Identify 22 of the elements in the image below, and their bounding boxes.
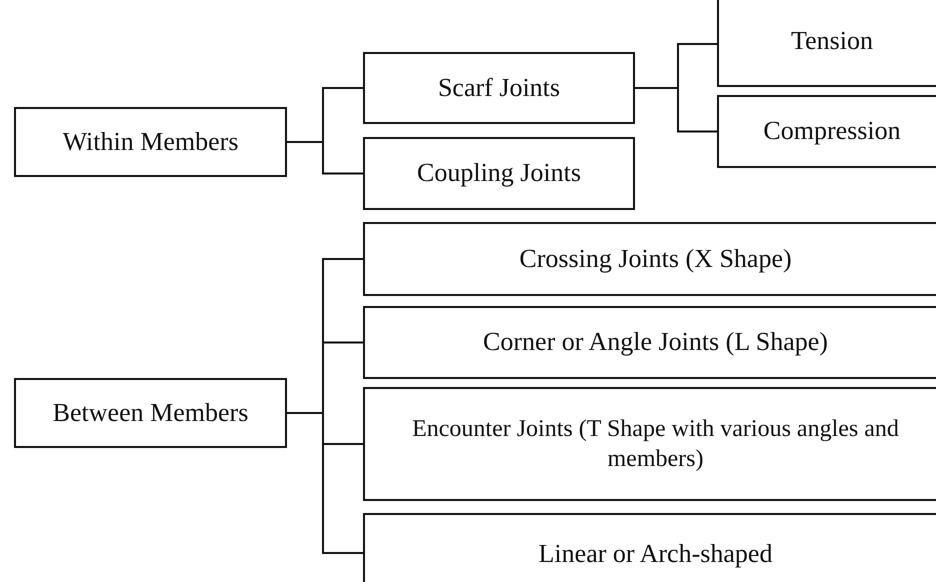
category-box [14, 378, 287, 448]
connector-line [287, 412, 363, 554]
box-label: Tension [791, 25, 873, 58]
category-box [363, 306, 936, 379]
category-box [717, 95, 936, 168]
box-label: Linear or Arch-shaped [538, 538, 772, 570]
box-label: Corner or Angle Joints (L Shape) [483, 326, 828, 358]
connector-line [287, 141, 363, 174]
box-label: Coupling Joints [417, 157, 581, 190]
category-box [363, 52, 635, 124]
box-label: Scarf Joints [438, 72, 560, 104]
box-label: Crossing Joints (X Shape) [519, 242, 792, 275]
category-box [363, 137, 635, 210]
box-label: Between Members [52, 396, 248, 429]
box-label: Within Members [62, 126, 238, 158]
category-box [717, 0, 936, 87]
box-label: Compression [763, 115, 901, 148]
box-label: Encounter Joints (T Shape with various angles and members) [411, 415, 900, 474]
category-box [363, 222, 936, 296]
category-box [14, 107, 287, 177]
category-box [363, 387, 936, 501]
category-box [363, 513, 936, 582]
